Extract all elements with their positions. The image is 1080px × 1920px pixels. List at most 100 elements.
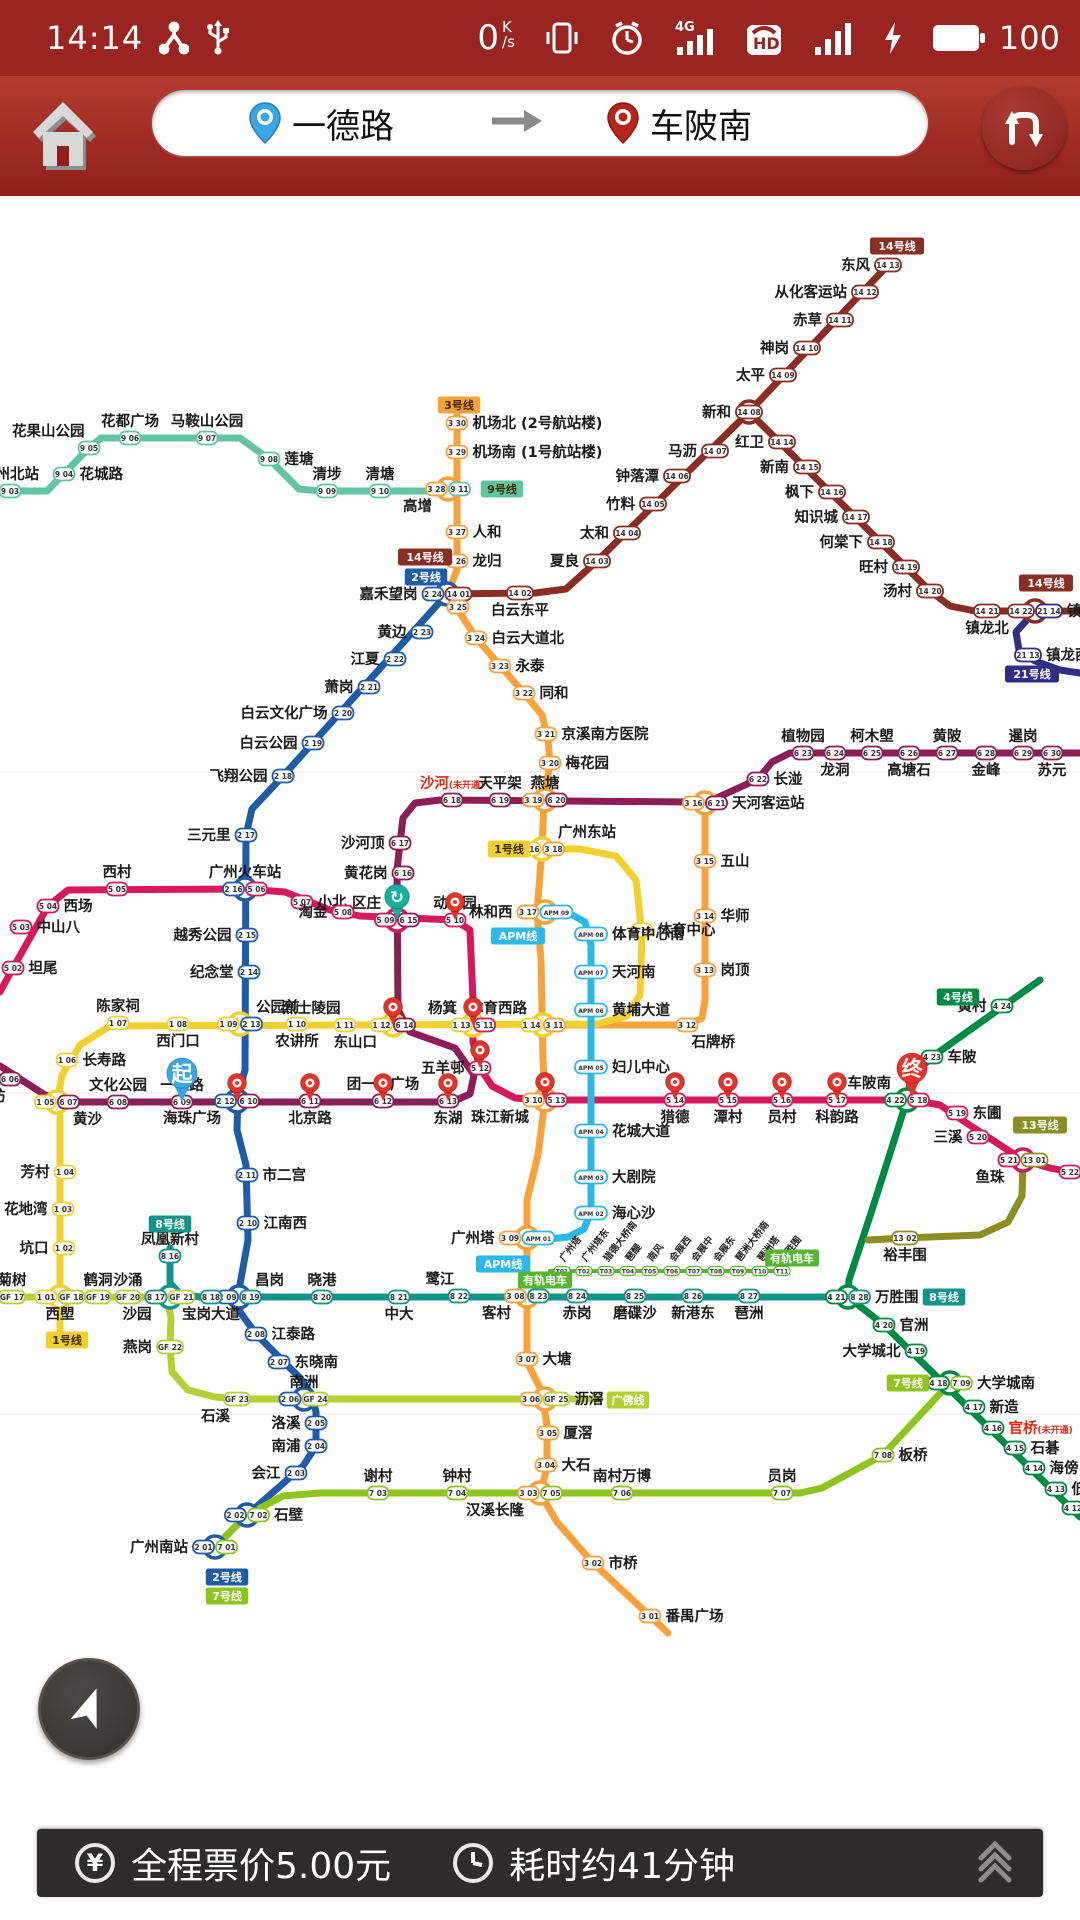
expand-details-button[interactable] [973, 1838, 1017, 1888]
route-end-pin[interactable]: 终 [896, 1052, 928, 1097]
route-search-bar[interactable]: 一德路 车陂南 [152, 90, 928, 156]
route-stop-pin[interactable] [438, 1073, 458, 1102]
transfer-pin[interactable]: ↻ [384, 883, 410, 920]
route-stop-pin[interactable] [665, 1072, 685, 1101]
station-412[interactable]: 4 12 [1061, 1500, 1080, 1516]
route-stop-pin[interactable] [373, 1073, 393, 1102]
station-广州北站[interactable]: 9 03广州北站 [0, 465, 39, 499]
route-stop-pin[interactable] [718, 1072, 738, 1101]
station-如意坊[interactable]: 6 06如意坊 [0, 1071, 22, 1106]
route-stop-pin[interactable] [470, 1040, 490, 1069]
station-低涌[interactable]: 4 13低涌 [1044, 1480, 1080, 1498]
route-stop-pin[interactable] [772, 1072, 792, 1101]
station-大沙地[interactable]: 5 22大沙地 [1058, 1163, 1080, 1181]
swap-route-button[interactable] [982, 86, 1066, 170]
route-stop-pin[interactable] [227, 1073, 247, 1102]
